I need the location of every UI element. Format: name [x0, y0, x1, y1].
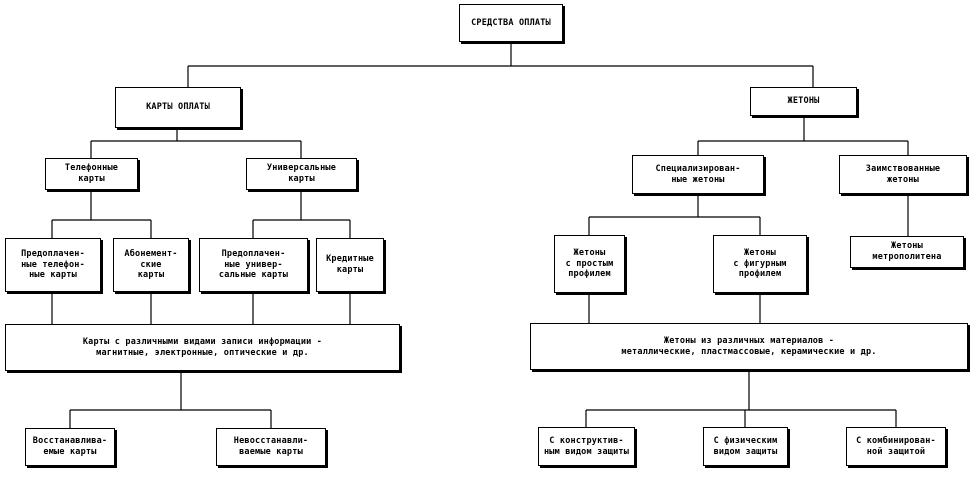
node-universal-cards: Универсальные карты	[246, 158, 357, 190]
node-cards: КАРТЫ ОПЛАТЫ	[115, 87, 241, 128]
connector-phone-cards	[51, 190, 152, 238]
node-root: СРЕДСТВА ОПЛАТЫ	[459, 4, 563, 42]
node-credit-cards: Кредитные карты	[316, 238, 384, 292]
connector-protection	[585, 370, 897, 427]
node-subscription-cards: Абонемент- ские карты	[113, 238, 189, 292]
node-borrowed-tokens: Заимствованные жетоны	[839, 155, 967, 194]
node-phone-cards: Телефонные карты	[45, 158, 138, 190]
connector-card-recording	[51, 292, 351, 324]
node-metro-tokens: Жетоны метрополитена	[850, 236, 964, 268]
node-prepaid-universal-cards: Предоплачен- ные универ- сальные карты	[199, 238, 308, 292]
node-shaped-profile-tokens: Жетоны с фигурным профилем	[713, 235, 807, 293]
node-prepaid-phone-cards: Предоплачен- ные телефон- ные карты	[5, 238, 101, 292]
connector-root	[187, 42, 814, 87]
connector-tokens	[697, 116, 909, 155]
node-constructive-protection: С конструктив- ным видом защиты	[538, 427, 635, 466]
connector-universal-cards	[252, 190, 351, 238]
node-combined-protection: С комбинирован- ной защитой	[846, 427, 946, 466]
connector-cards	[90, 128, 302, 158]
node-physical-protection: С физическим видом защиты	[703, 427, 788, 466]
node-simple-profile-tokens: Жетоны с простым профилем	[554, 235, 625, 293]
node-tokens: ЖЕТОНЫ	[750, 87, 857, 116]
connector-materials	[588, 293, 761, 323]
node-card-recording-types: Карты с различными видами записи информа…	[5, 324, 400, 371]
connector-specialized	[588, 194, 761, 235]
connector-restorable	[69, 371, 272, 428]
node-specialized-tokens: Специализирован- ные жетоны	[632, 155, 764, 194]
node-nonrestorable-cards: Невосстанавли- ваемые карты	[216, 428, 326, 466]
node-restorable-cards: Восстанавлива- емые карты	[25, 428, 115, 466]
node-token-materials: Жетоны из различных материалов - металли…	[530, 323, 968, 370]
